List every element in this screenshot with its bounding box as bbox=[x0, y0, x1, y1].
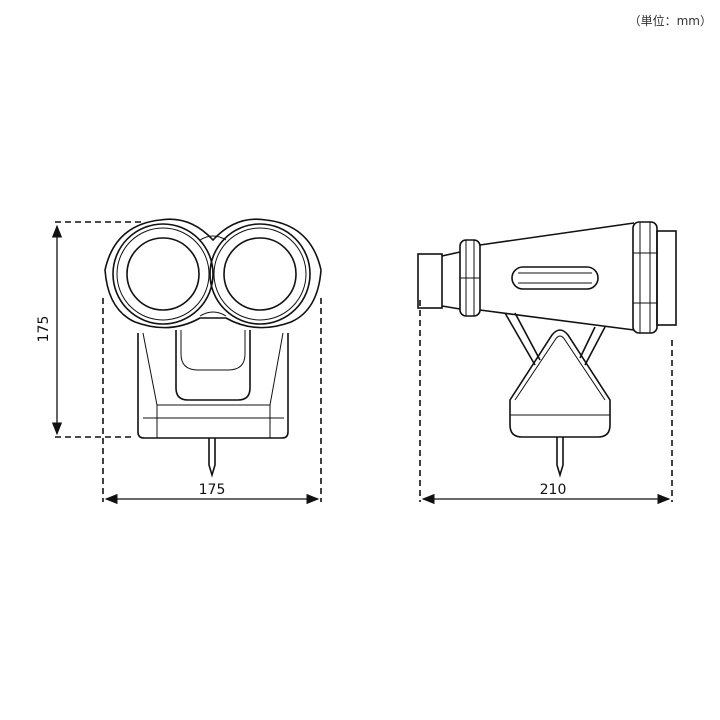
side-view-dimensions: 210 bbox=[419, 300, 673, 505]
front-view-dimensions: 175 175 bbox=[36, 221, 322, 505]
front-width-label: 175 bbox=[199, 482, 226, 498]
side-width-label: 210 bbox=[540, 482, 567, 498]
units-label: （単位：mm） bbox=[628, 14, 712, 28]
front-view-binoculars bbox=[104, 218, 322, 478]
side-view-binoculars bbox=[417, 221, 677, 478]
front-height-label: 175 bbox=[36, 316, 52, 343]
